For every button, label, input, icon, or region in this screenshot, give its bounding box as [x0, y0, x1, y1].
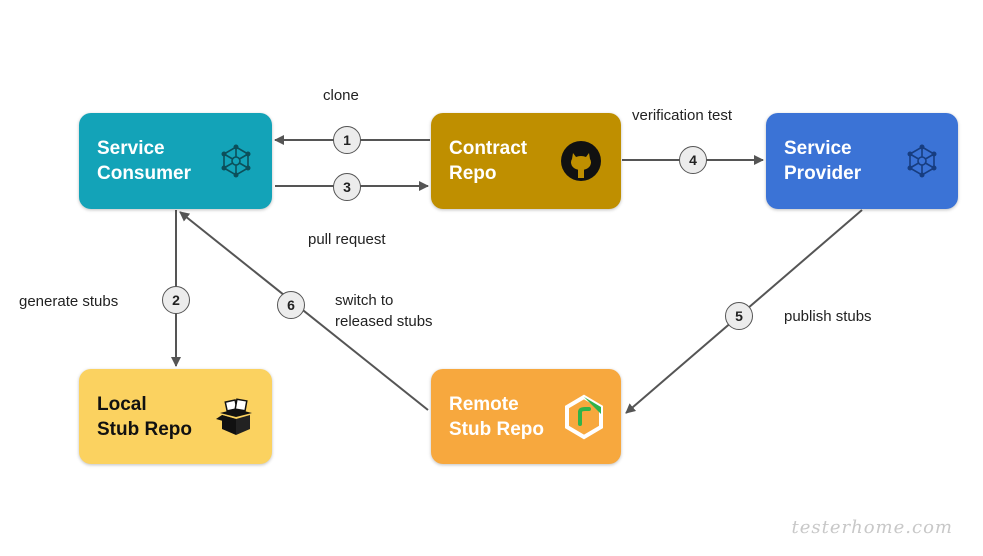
edge-label-publish-stubs: publish stubs	[784, 308, 872, 325]
service-provider-node: Service Provider	[766, 113, 958, 209]
edge-label-switch-stubs: switch to released stubs	[335, 292, 433, 330]
node-label: Local Stub Repo	[97, 393, 192, 440]
local-stub-repo-node: Local Stub Repo	[79, 369, 272, 464]
step-badge-4: 4	[679, 146, 707, 174]
step-badge-1: 1	[333, 126, 361, 154]
remote-stub-repo-node: Remote Stub Repo	[431, 369, 621, 464]
step-badge-5: 5	[725, 302, 753, 330]
edge-label-generate-stubs: generate stubs	[19, 293, 119, 310]
github-icon	[561, 141, 601, 181]
node-label: Remote Stub Repo	[449, 393, 544, 440]
network-icon	[907, 144, 937, 178]
node-label: Contract Repo	[449, 138, 528, 184]
watermark: testerhome.com	[791, 517, 953, 538]
edge-label-verification-test: verification test	[632, 107, 733, 124]
edge-label-pull-request: pull request	[308, 231, 386, 248]
arrow-switch-stubs	[179, 211, 429, 411]
edge-label-clone: clone	[323, 87, 359, 104]
step-badge-3: 3	[333, 173, 361, 201]
node-label: Service Provider	[784, 138, 862, 184]
box-icon	[216, 397, 252, 435]
contract-repo-node: Contract Repo	[431, 113, 621, 209]
service-consumer-node: Service Consumer	[79, 113, 272, 209]
node-label: Service Consumer	[97, 138, 191, 184]
step-badge-2: 2	[162, 286, 190, 314]
repository-hexagon-icon	[565, 394, 603, 439]
step-badge-6: 6	[277, 291, 305, 319]
network-icon	[221, 144, 251, 178]
